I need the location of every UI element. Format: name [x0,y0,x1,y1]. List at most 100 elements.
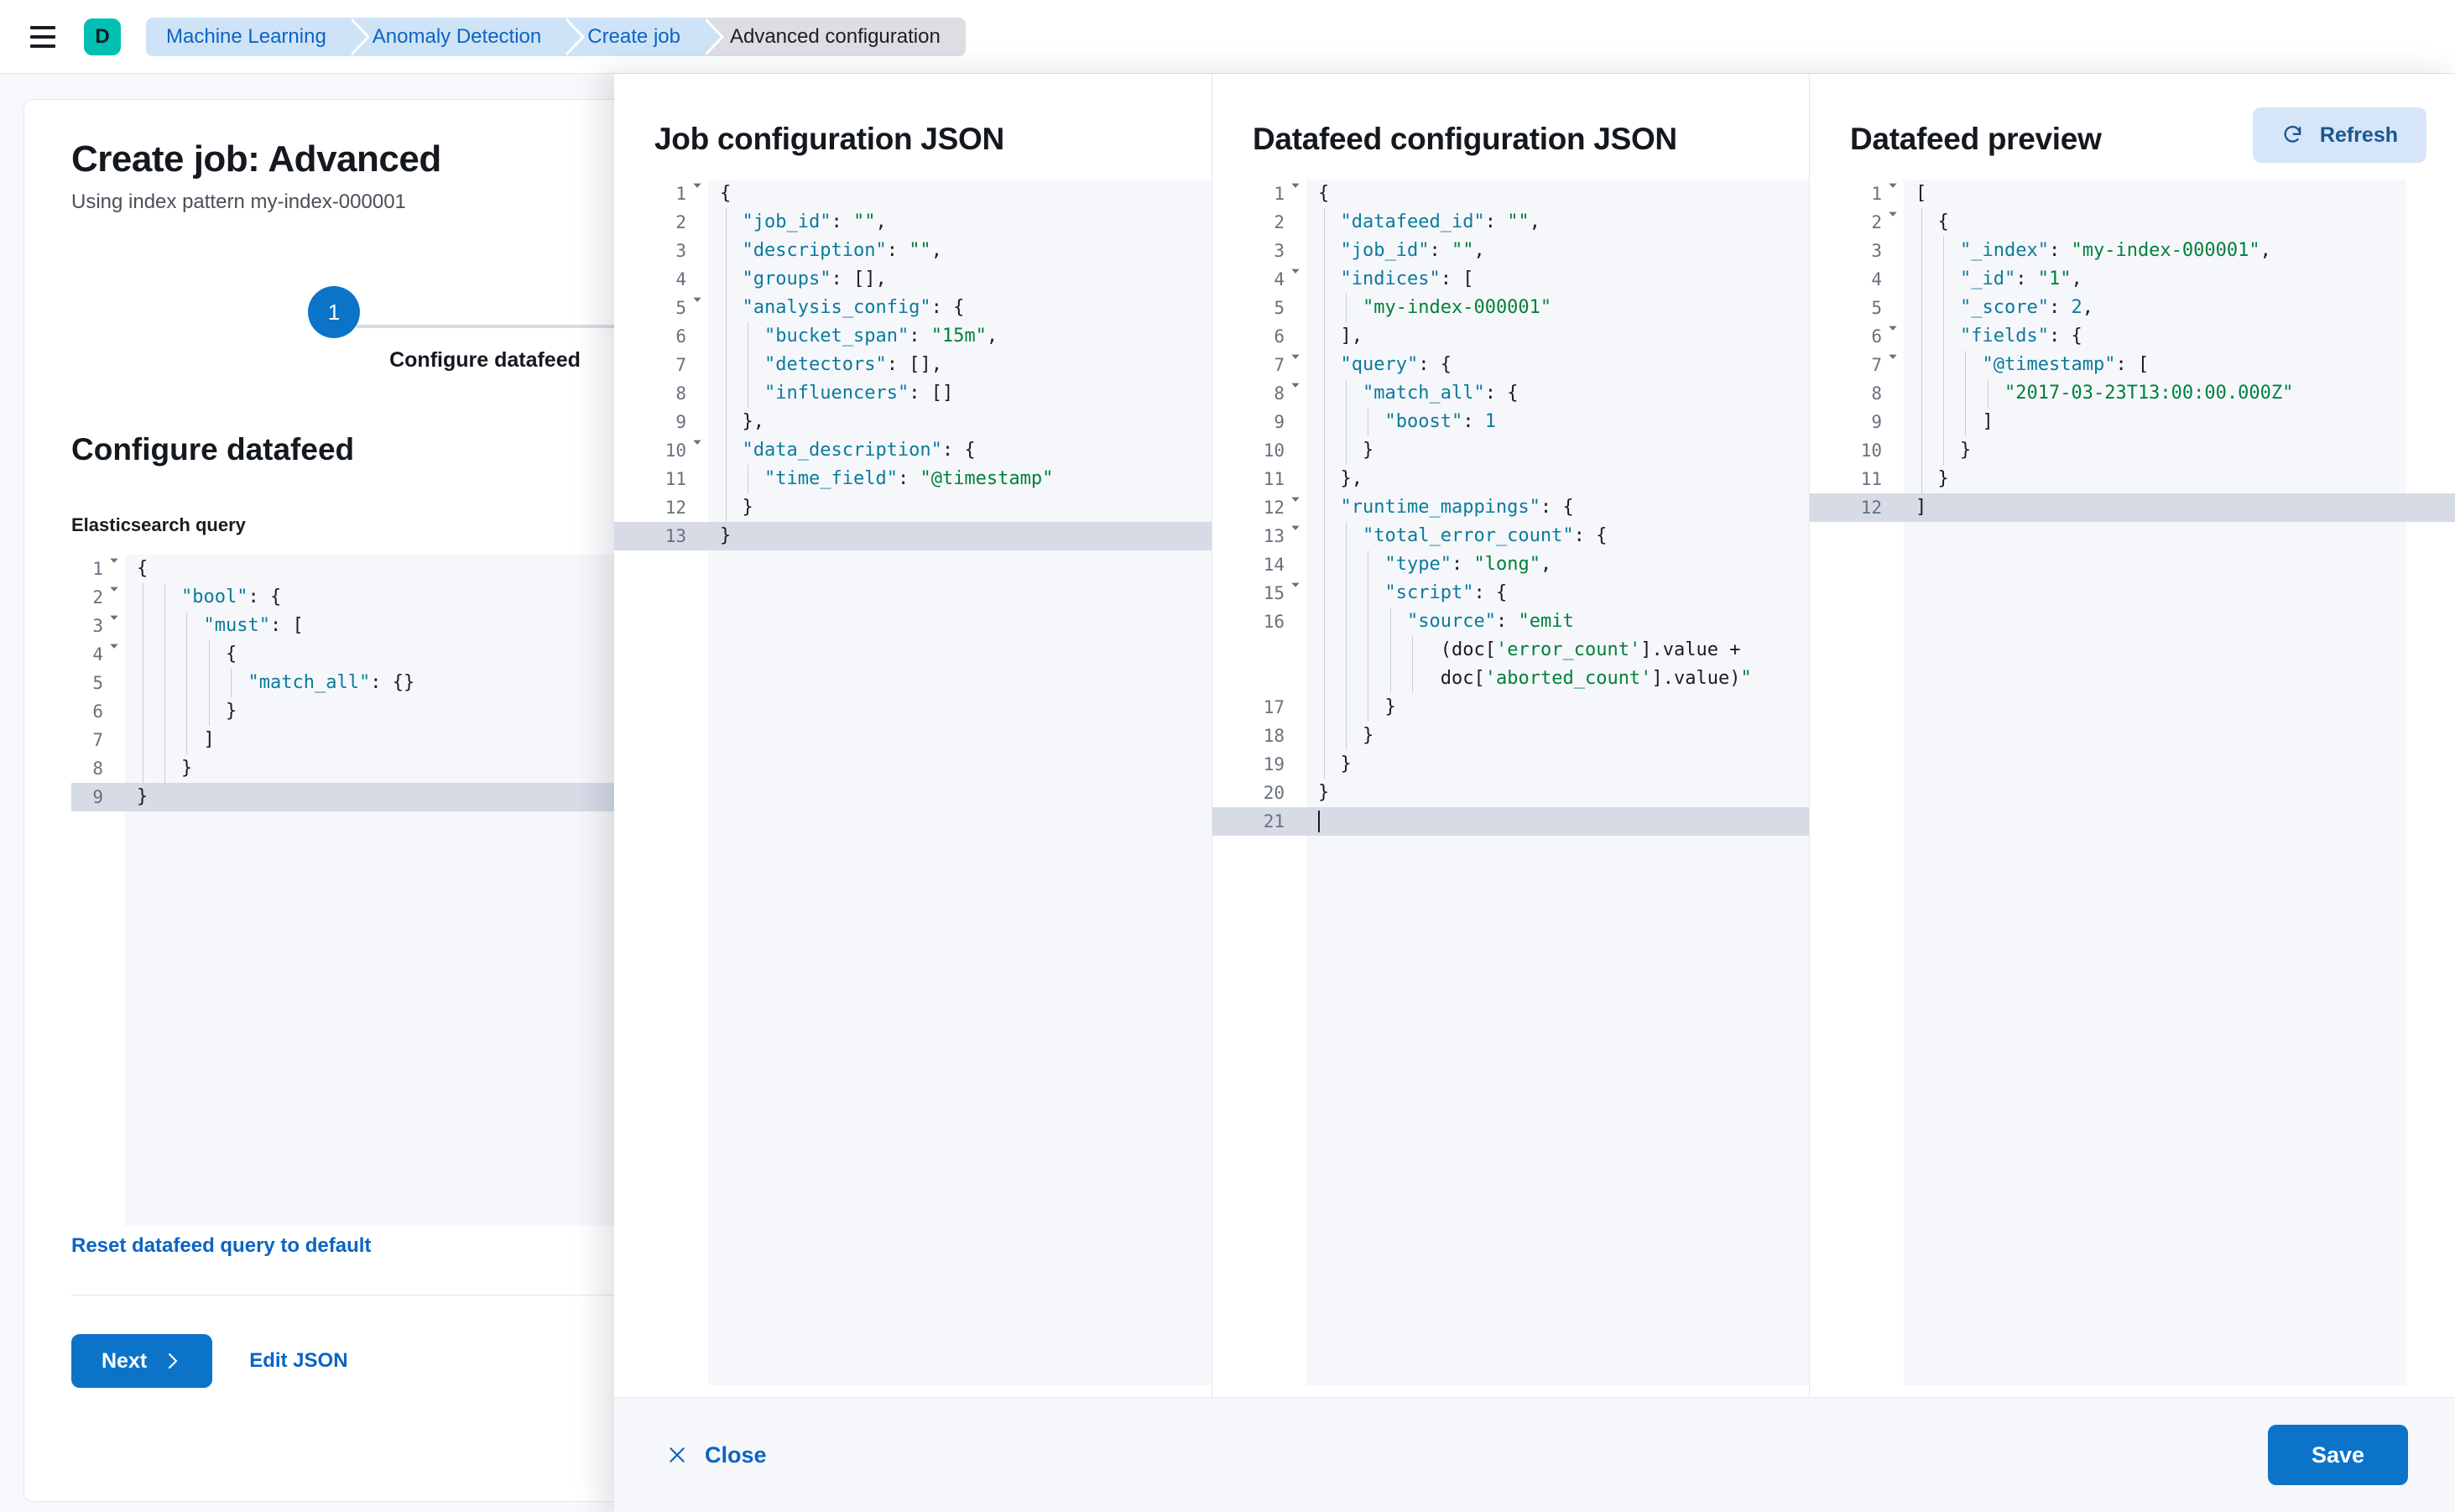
editor-indent-guide [1943,322,1944,351]
editor-indent-guide [1323,579,1325,607]
editor-code-line: "_id": "1", [1960,269,2082,289]
column-datafeed-configuration-json: Datafeed configuration JSON 1{2 "datafee… [1212,74,1809,1397]
editor-fold-toggle-icon[interactable] [1887,180,1899,208]
editor-line-number: 5 [675,298,686,318]
editor-indent-guide [1323,722,1325,750]
page-divider [71,1295,899,1296]
breadcrumb-item-machine-learning[interactable]: Machine Learning [146,17,370,56]
hamburger-menu-icon[interactable] [25,19,60,55]
reset-datafeed-query-link[interactable]: Reset datafeed query to default [71,1234,372,1257]
breadcrumb-item-anomaly-detection[interactable]: Anomaly Detection [347,17,586,56]
edit-json-button[interactable]: Edit JSON [249,1349,348,1372]
editor-fold-toggle-icon[interactable] [1290,579,1301,607]
editor-line-number: 6 [92,701,103,722]
editor-indent-guide [1921,237,1922,265]
editor-line-number: 18 [1263,726,1285,746]
editor-fold-toggle-icon[interactable] [108,640,120,669]
editor-line-number: 1 [675,184,686,204]
editor-code-line: "match_all": {} [248,672,415,693]
editor-code-line: ] [1982,411,1994,432]
editor-line-number: 4 [1274,269,1285,289]
editor-line-number: 11 [665,469,686,489]
editor-indent-guide [1921,322,1922,351]
editor-line-number: 13 [1263,526,1285,546]
editor-fold-toggle-icon[interactable] [1290,522,1301,550]
next-button[interactable]: Next [71,1334,213,1388]
editor-line-number: 1 [1274,184,1285,204]
editor-fold-toggle-icon[interactable] [1290,180,1301,208]
editor-code-line: ] [1916,497,1927,518]
editor-code-line: } [137,786,149,807]
editor-fold-toggle-icon[interactable] [108,612,120,640]
editor-line-number: 21 [1263,811,1285,832]
editor-fold-toggle-icon[interactable] [1290,493,1301,522]
editor-indent-guide [1921,379,1922,408]
editor-line-number: 20 [1263,783,1285,803]
editor-indent-guide [1346,722,1347,750]
editor-indent-guide [1346,522,1347,550]
editor-code-line: "query": { [1340,354,1452,375]
editor-fold-toggle-icon[interactable] [1887,208,1899,237]
flyout-columns: Job configuration JSON 1{2 "job_id": "",… [614,74,2455,1397]
editor-line-number: 12 [1263,498,1285,518]
editor-indent-guide [186,726,188,754]
editor-line-number: 5 [92,673,103,693]
editor-code-line: "2017-03-23T13:00:00.000Z" [2004,383,2294,404]
editor-indent-guide [1346,607,1347,636]
editor-fold-toggle-icon[interactable] [691,180,703,208]
editor-line-number: 7 [675,355,686,375]
editor-fold-toggle-icon[interactable] [1290,351,1301,379]
editor-code-line: } [1340,753,1352,774]
editor-line-number: 3 [1871,241,1882,261]
editor-code-line: } [226,701,237,722]
editor-indent-guide [231,669,232,697]
space-avatar[interactable]: D [84,18,121,55]
editor-indent-guide [1323,408,1325,436]
refresh-button[interactable]: Refresh [2252,107,2426,163]
editor-indent-guide [1346,408,1347,436]
editor-indent-guide [1346,379,1347,408]
editor-line-number: 14 [1263,555,1285,575]
editor-code-line: "data_description": { [742,440,976,461]
editor-fold-toggle-icon[interactable] [108,555,120,583]
editor-indent-guide [1346,693,1347,722]
editor-code-line: } [1960,440,1972,461]
page-title: Create job: Advanced [71,138,441,180]
job-configuration-json-editor[interactable]: 1{2 "job_id": "",3 "description": "",4 "… [614,180,1212,1385]
editor-line-number: 8 [1871,383,1882,404]
datafeed-preview-editor[interactable]: 1[2 {3 "_index": "my-index-000001",4 "_i… [1810,180,2455,1385]
job-configuration-json-title: Job configuration JSON [654,122,1004,156]
editor-indent-guide [1323,265,1325,294]
editor-fold-toggle-icon[interactable] [1290,379,1301,408]
editor-indent-guide [164,583,165,612]
editor-fold-toggle-icon[interactable] [691,294,703,322]
chevron-right-icon [164,1352,182,1370]
flyout-footer: Close Save [614,1397,2455,1512]
editor-indent-guide [208,697,210,726]
editor-line-number: 1 [1871,184,1882,204]
editor-indent-guide [1323,665,1325,693]
editor-indent-guide [1389,607,1391,636]
editor-fold-toggle-icon[interactable] [1290,265,1301,294]
datafeed-configuration-json-editor[interactable]: 1{2 "datafeed_id": "",3 "job_id": "",4 "… [1212,180,1809,1385]
editor-line-number: 11 [1860,469,1882,489]
editor-code-line: } [1363,725,1374,746]
editor-fold-toggle-icon[interactable] [691,436,703,465]
editor-indent-guide [1323,294,1325,322]
editor-indent-guide [1943,237,1944,265]
save-button[interactable]: Save [2267,1425,2408,1485]
stepper-step-1-circle[interactable]: 1 [308,286,360,338]
editor-fold-toggle-icon[interactable] [1887,351,1899,379]
editor-code-line: doc['aborted_count'].value)" [1440,668,1752,689]
editor-code-line: "total_error_count": { [1363,525,1608,546]
editor-fold-toggle-icon[interactable] [108,583,120,612]
close-button-label: Close [705,1442,767,1468]
editor-fold-toggle-icon[interactable] [1887,322,1899,351]
next-button-label: Next [102,1348,148,1373]
editor-line-number: 7 [1871,355,1882,375]
editor-line-number: 4 [1871,269,1882,289]
editor-code-line: "type": "long", [1384,554,1552,575]
close-button[interactable]: Close [661,1442,772,1469]
breadcrumb-item-create-job[interactable]: Create job [562,17,724,56]
editor-line-number: 2 [1871,212,1882,232]
